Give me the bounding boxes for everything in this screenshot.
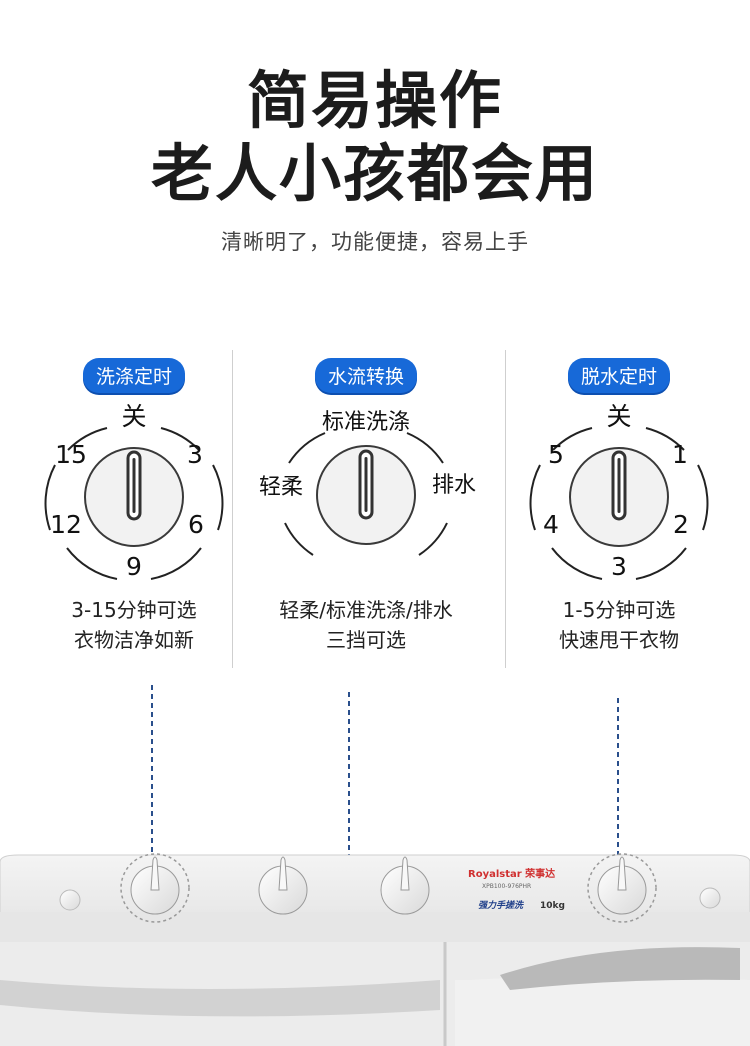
- dial-water-flow: 标准洗涤 轻柔 排水: [259, 410, 476, 556]
- headline-line2: 老人小孩都会用: [150, 137, 599, 210]
- divider-2: [505, 350, 506, 668]
- right-button[interactable]: [699, 887, 721, 909]
- dial-wash-timer: 关 3 6 9 12 15: [44, 402, 224, 581]
- model-number: XPB100-976PHR: [482, 883, 531, 890]
- dial-label-9: 9: [126, 552, 142, 581]
- panel-wash-timer: 洗涤定时 关 3 6 9 12 15 3-15分钟可选 衣物洁净如新: [9, 350, 259, 670]
- connector-flow: [285, 692, 350, 869]
- badge-water-flow: 水流转换: [314, 358, 418, 393]
- lid-handle: [500, 947, 740, 990]
- dial-label-3: 3: [187, 440, 203, 469]
- dial-label-6: 6: [188, 510, 204, 539]
- desc-line1: 轻柔/标准洗涤/排水: [279, 598, 453, 622]
- headline-line1: 简易操作: [246, 64, 503, 137]
- desc-line1: 3-15分钟可选: [71, 598, 197, 622]
- dial-label-4: 4: [543, 510, 559, 539]
- desc-line2: 衣物洁净如新: [74, 628, 194, 652]
- dial-label-1: 1: [672, 440, 688, 469]
- dial-label-gentle: 轻柔: [259, 475, 303, 500]
- capacity: 10kg: [540, 901, 565, 911]
- dial-label-off: 关: [121, 402, 146, 431]
- left-button[interactable]: [59, 889, 81, 911]
- divider-1: [232, 350, 233, 668]
- dial-label-15: 15: [55, 440, 87, 469]
- badge-wash-timer: 洗涤定时: [82, 358, 186, 393]
- dial-label-12: 12: [50, 510, 82, 539]
- dial-label-3: 3: [611, 552, 627, 581]
- dial-label-off: 关: [606, 402, 631, 431]
- brand-logo: Royalstar 荣事达: [468, 867, 555, 880]
- desc-line2: 快速甩干衣物: [559, 628, 679, 652]
- desc-line1: 1-5分钟可选: [562, 598, 676, 622]
- panel-spin-timer: 脱水定时 关 1 2 3 4 5 1-5分钟可选 快速甩干衣物: [494, 350, 744, 670]
- dial-spin-timer: 关 1 2 3 4 5: [529, 402, 709, 581]
- desc-line2: 三挡可选: [326, 628, 406, 652]
- badge-spin-timer: 脱水定时: [567, 358, 671, 393]
- panel-water-flow: 水流转换 标准洗涤 轻柔 排水 轻柔/标准洗涤/排水 三挡可选: [241, 350, 491, 670]
- dial-label-5: 5: [548, 440, 564, 469]
- washer-control-panel: Royalstar 荣事达 XPB100-976PHR 强力手搓洗 10kg: [0, 685, 750, 1046]
- dial-label-drain: 排水: [432, 473, 476, 498]
- slogan: 强力手搓洗: [478, 900, 525, 911]
- dial-label-standard: 标准洗涤: [322, 410, 410, 435]
- dial-label-2: 2: [673, 510, 689, 539]
- subtitle: 清晰明了，功能便捷，容易上手: [221, 230, 529, 254]
